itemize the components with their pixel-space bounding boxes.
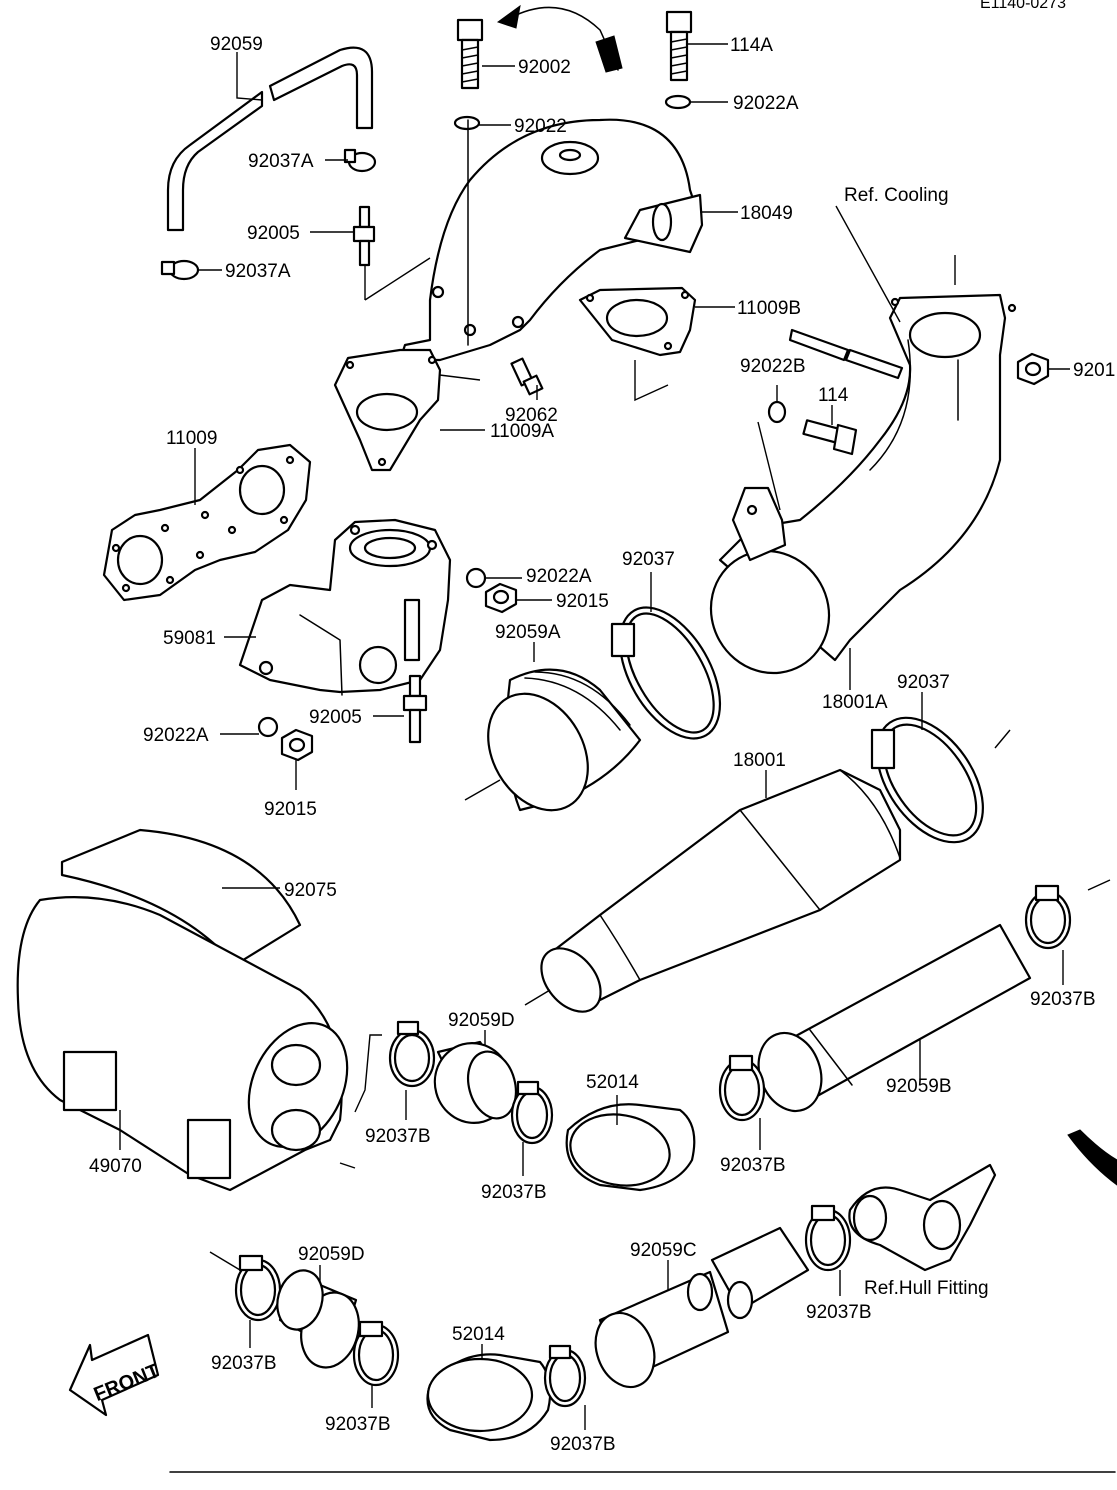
clamp-92037B-mid-low [510,1080,554,1145]
elbow-52014-mid [565,1103,696,1192]
hose-92059 [166,46,374,232]
bolt-114 [802,419,858,456]
elbow-52014-low [426,1353,552,1442]
label-92037B-muffler: 92037B [365,1126,431,1147]
hull-fitting [848,1163,997,1272]
gasket-11009 [102,443,312,602]
fitting-92062 [510,357,544,396]
label-92037B-hull: 92037B [806,1302,872,1323]
hose-92059D-mid [433,1040,517,1124]
clamp-92037B-low-mid [543,1344,587,1408]
muffler-49070 [16,896,349,1192]
edge-scribble [1067,1129,1117,1186]
expansion-chamber-18001A [709,293,1017,675]
label-11009A: 11009A [490,421,554,442]
label-92059D-low: 92059D [298,1244,365,1265]
washer-92022A-top [664,94,692,110]
washer-92022A-mid [465,567,487,589]
label-92022-top: 92022 [514,116,567,137]
label-92062: 92062 [505,405,558,426]
label-92022A-mid: 92022A [526,566,592,587]
label-18001: 18001 [733,750,786,771]
label-92022A-top: 92022A [733,93,799,114]
label-92037B-mid-low: 92037B [481,1182,547,1203]
clamp-92037-right [870,716,984,844]
clamp-92037B-low-mid-left [352,1320,400,1387]
washer-92022A-low [257,716,279,738]
label-92059D-mid: 92059D [448,1010,515,1031]
clamp-92037B-right-clamp [718,1054,766,1122]
nut-9201x [1016,352,1050,386]
diagram-code: E1140-0273 [980,0,1066,12]
label-92075: 92075 [284,880,337,901]
label-11009: 11009 [166,428,217,449]
label-92002: 92002 [518,57,571,78]
label-92059A: 92059A [495,622,561,643]
rotation-arrow [496,4,623,73]
part-labels: 92059 92002 114A 92022 92022A 92037A 180… [89,34,1115,1455]
label-92037A-upper: 92037A [248,151,314,172]
clamp-92037-mid [610,606,722,740]
label-92037B-low-mid: 92037B [325,1414,391,1435]
washer-92022B [767,400,787,424]
guide-line-1 [364,257,431,301]
gasket-11009A [333,348,442,472]
gasket-11009B [578,286,697,402]
label-92037B-right-clamp: 92037B [720,1155,786,1176]
bolt-92002 [456,18,484,90]
expansion-chamber-18001 [540,768,902,1013]
clamp-92037B-far-right [1024,884,1072,950]
clamp-92037A-upper [343,148,377,173]
label-92037B-low-right: 92037B [550,1434,616,1455]
nut-92015-mid [484,582,518,614]
clamp-92037B-low-left [234,1254,282,1322]
label-92005-lower: 92005 [309,707,362,728]
fitting-92005-lower [402,674,428,744]
label-92037-right: 92037 [897,672,950,693]
label-52014-low: 52014 [452,1324,505,1345]
label-9201x: 9201 [1073,360,1115,381]
exhaust-manifold-59081 [238,518,452,696]
label-92015-low: 92015 [264,799,317,820]
label-114: 114 [818,385,849,406]
label-92022B: 92022B [740,356,806,377]
label-92037A-lower: 92037A [225,261,291,282]
label-92037B-far-right: 92037B [1030,989,1096,1010]
leader-lines [119,43,1111,1430]
hose-92059C [594,1226,810,1389]
label-11009B: 11009B [737,298,801,319]
label-92037B-low-left: 92037B [211,1353,277,1374]
label-92015-mid: 92015 [556,591,609,612]
label-114A: 114A [730,35,773,56]
label-92059: 92059 [210,34,263,55]
muffler-cover-92075 [60,828,302,967]
label-92022A-low: 92022A [143,725,209,746]
clamp-92037B-muffler [388,1020,436,1088]
label-92037-mid: 92037 [622,549,675,570]
hose-92059D-low [276,1269,360,1369]
label-49070: 49070 [89,1156,142,1177]
fitting-92005-upper [352,205,376,267]
hose-92059A [487,668,642,812]
cooling-tube [788,328,904,380]
washer-92022 [453,115,481,131]
label-18049: 18049 [740,203,793,224]
label-92005-upper: 92005 [247,223,300,244]
clamp-92037A-lower [160,259,200,281]
label-52014-mid: 52014 [586,1072,639,1093]
exhaust-pipe-18049 [398,118,704,362]
front-arrow: FRONT [68,1333,163,1417]
label-ref-hull-fitting: Ref.Hull Fitting [864,1278,989,1299]
label-18001A: 18001A [822,692,888,713]
label-92059B: 92059B [886,1076,952,1097]
label-92059C: 92059C [630,1240,697,1261]
nut-92015-low [280,728,314,762]
label-59081: 59081 [163,628,216,649]
hose-92059B [757,923,1032,1113]
clamp-92037B-hull [804,1204,852,1272]
bolt-114A [665,10,693,82]
label-ref-cooling: Ref. Cooling [844,185,949,206]
